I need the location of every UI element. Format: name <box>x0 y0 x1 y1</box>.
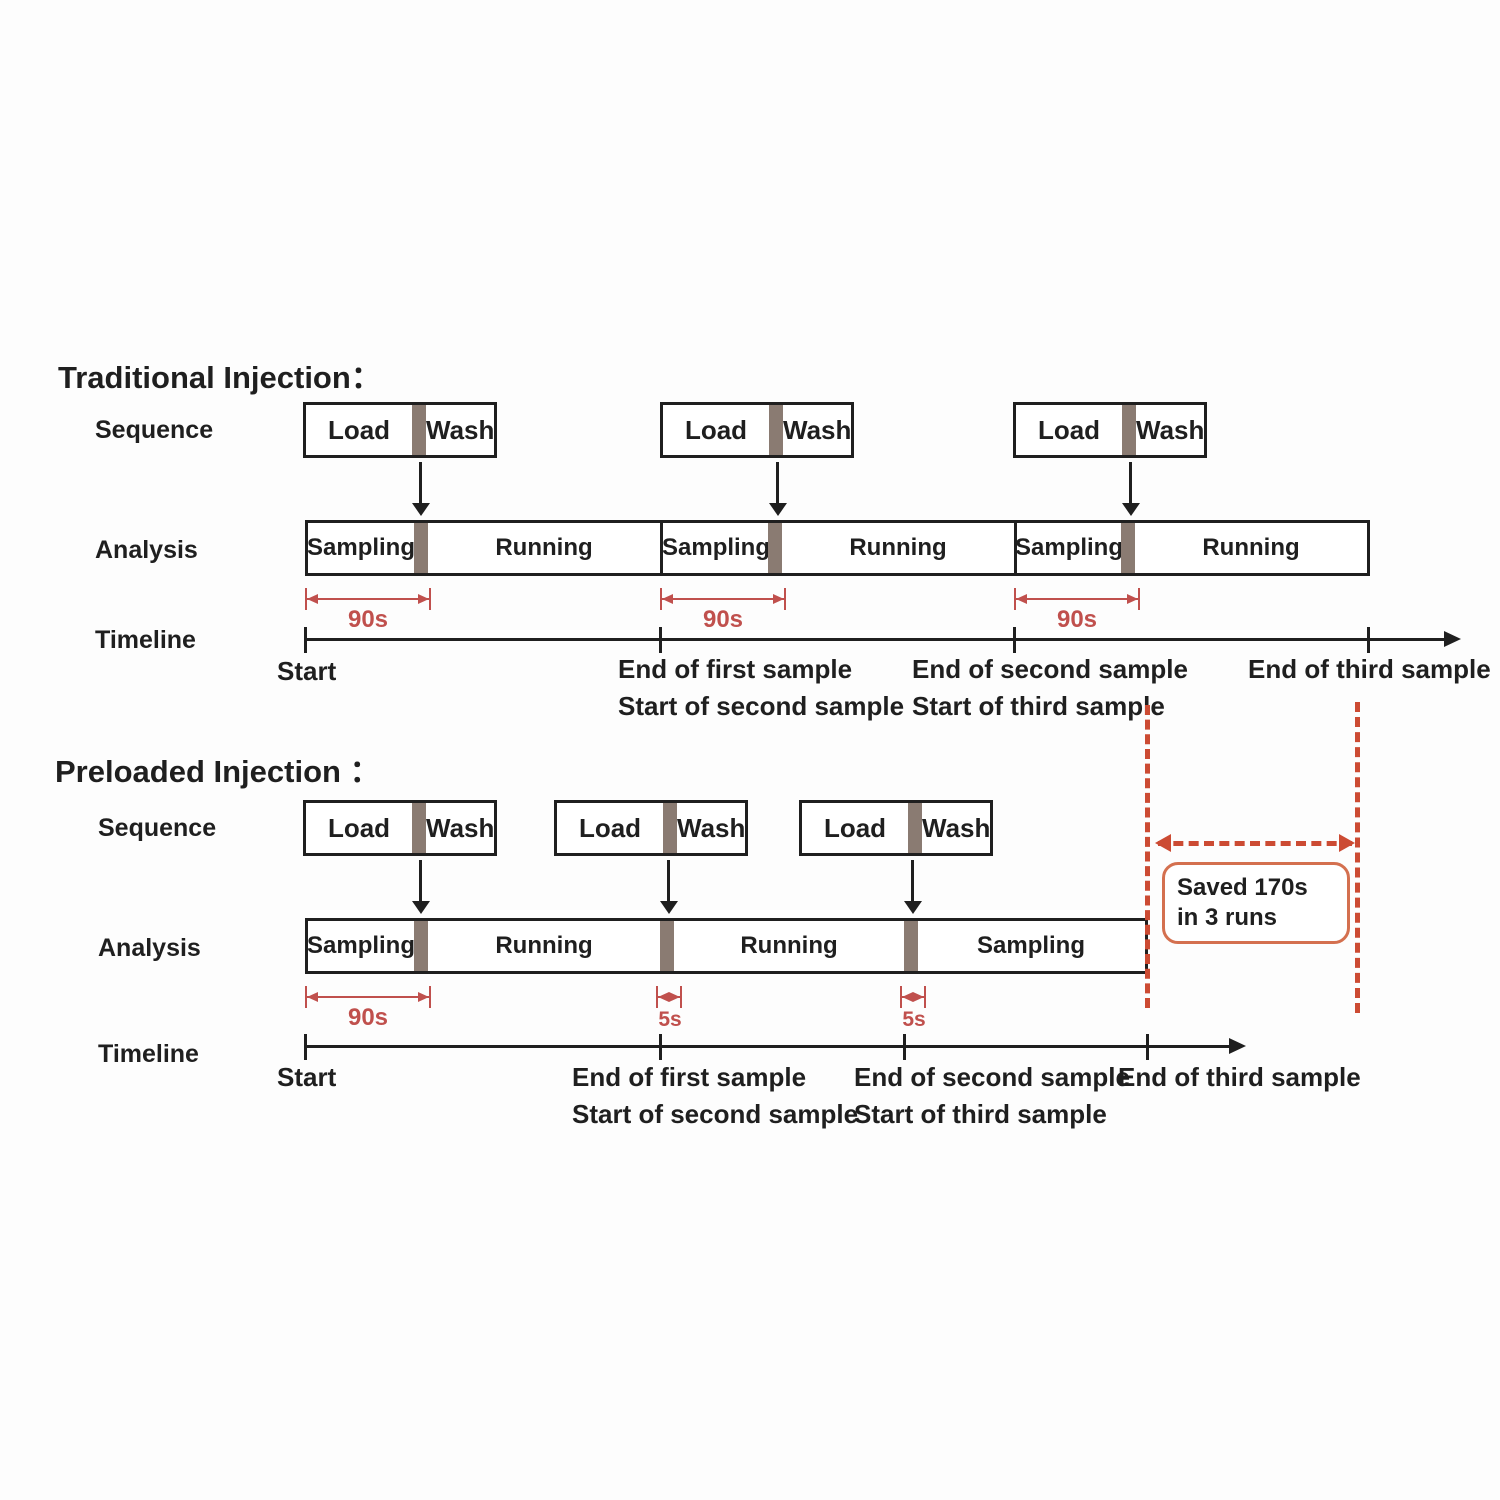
row-label-analysis: Analysis <box>95 536 198 564</box>
wash-label: Wash <box>922 813 991 843</box>
timeline-tick <box>903 1034 906 1060</box>
duration-label: 90s <box>702 606 744 633</box>
wash-label: Wash <box>426 813 495 843</box>
dashed-guide-line <box>1355 702 1360 1013</box>
valve-divider <box>414 523 428 573</box>
duration-label: 90s <box>347 1004 389 1031</box>
row-label-timeline: Timeline <box>95 626 196 654</box>
dashed-span-arrow <box>1155 834 1355 852</box>
load-wash-box: Load Wash <box>554 800 748 856</box>
timeline-tick <box>304 627 307 653</box>
down-arrow-icon <box>419 462 422 504</box>
traditional-title: Traditional Injection： <box>58 360 382 395</box>
timeline-label: Start of second sample <box>618 691 905 721</box>
load-wash-box: Load Wash <box>303 800 497 856</box>
timeline-label: Start of third sample <box>912 691 1165 721</box>
analysis-bar: Sampling Running Sampling Running Sampli… <box>305 520 1370 576</box>
timeline-tick <box>659 627 662 653</box>
segment-label: Running <box>849 534 947 561</box>
wash-label: Wash <box>426 415 495 445</box>
analysis-bar: Sampling Running Running Sampling <box>305 918 1148 974</box>
segment-label: Sampling <box>661 534 771 561</box>
segment-label: Running <box>495 534 593 561</box>
timeline-tick <box>659 1034 662 1060</box>
valve-divider <box>412 803 426 853</box>
valve-divider <box>663 803 677 853</box>
valve-divider <box>660 921 674 971</box>
timeline-label: End of second sample <box>912 654 1188 684</box>
arrow-head-left-icon <box>1155 834 1171 852</box>
segment-label: Running <box>740 932 838 959</box>
timeline-tick <box>1146 1034 1149 1060</box>
down-arrow-icon <box>776 462 779 504</box>
timeline-label: End of first sample <box>618 654 853 684</box>
load-label: Load <box>578 813 642 843</box>
timeline-label: End of first sample <box>572 1062 807 1092</box>
timeline-label: End of third sample <box>1248 654 1491 684</box>
timeline-label: End of second sample <box>854 1062 1130 1092</box>
segment-label: Sampling <box>1014 534 1124 561</box>
down-arrow-icon <box>1129 462 1132 504</box>
valve-divider <box>1122 405 1136 455</box>
dashed-guide-line <box>1145 705 1150 1008</box>
valve-divider <box>768 523 782 573</box>
timeline-tick <box>1367 627 1370 653</box>
row-label-timeline: Timeline <box>98 1040 199 1068</box>
valve-divider <box>908 803 922 853</box>
down-arrow-icon <box>419 860 422 902</box>
load-label: Load <box>327 415 391 445</box>
timeline-tick <box>1013 627 1016 653</box>
load-wash-box: Load Wash <box>799 800 993 856</box>
duration-arrow <box>656 986 682 1008</box>
load-label: Load <box>684 415 748 445</box>
sample-separator <box>1014 523 1017 573</box>
segment-label: Sampling <box>976 932 1086 959</box>
wash-label: Wash <box>783 415 852 445</box>
sample-separator <box>660 523 663 573</box>
duration-label: 5s <box>902 1008 926 1031</box>
duration-label: 5s <box>658 1008 682 1031</box>
timeline-label: Start <box>277 1062 337 1092</box>
timeline-label: Start of third sample <box>854 1099 1107 1129</box>
duration-label: 90s <box>1056 606 1098 633</box>
valve-divider <box>904 921 918 971</box>
wash-label: Wash <box>1136 415 1205 445</box>
row-label-sequence: Sequence <box>95 416 214 444</box>
load-label: Load <box>1037 415 1101 445</box>
load-wash-box: Load Wash <box>303 402 497 458</box>
load-wash-box: Load Wash <box>660 402 854 458</box>
load-wash-box: Load Wash <box>1013 402 1207 458</box>
valve-divider <box>769 405 783 455</box>
timeline-label: Start <box>277 656 337 686</box>
load-label: Load <box>327 813 391 843</box>
timeline-label: Start of second sample <box>572 1099 859 1129</box>
segment-label: Sampling <box>306 932 416 959</box>
segment-label: Running <box>495 932 593 959</box>
valve-divider <box>1121 523 1135 573</box>
segment-label: Running <box>1202 534 1300 561</box>
duration-arrow <box>1014 588 1140 610</box>
duration-label: 90s <box>347 606 389 633</box>
timeline-label: End of third sample <box>1118 1062 1361 1092</box>
row-label-analysis: Analysis <box>98 934 201 962</box>
timeline-tick <box>304 1034 307 1060</box>
down-arrow-icon <box>911 860 914 902</box>
load-label: Load <box>823 813 887 843</box>
valve-divider <box>414 921 428 971</box>
arrow-head-right-icon <box>1339 834 1355 852</box>
valve-divider <box>412 405 426 455</box>
down-arrow-icon <box>667 860 670 902</box>
segment-label: Sampling <box>306 534 416 561</box>
timeline-axis <box>305 1038 1246 1054</box>
duration-arrow <box>305 986 431 1008</box>
row-label-sequence: Sequence <box>98 814 217 842</box>
duration-arrow <box>900 986 926 1008</box>
duration-arrow <box>660 588 786 610</box>
saved-note-box: Saved 170s in 3 runs <box>1162 862 1350 944</box>
timeline-axis <box>305 631 1461 647</box>
preloaded-title: Preloaded Injection ： <box>55 754 381 789</box>
wash-label: Wash <box>677 813 746 843</box>
duration-arrow <box>305 588 431 610</box>
